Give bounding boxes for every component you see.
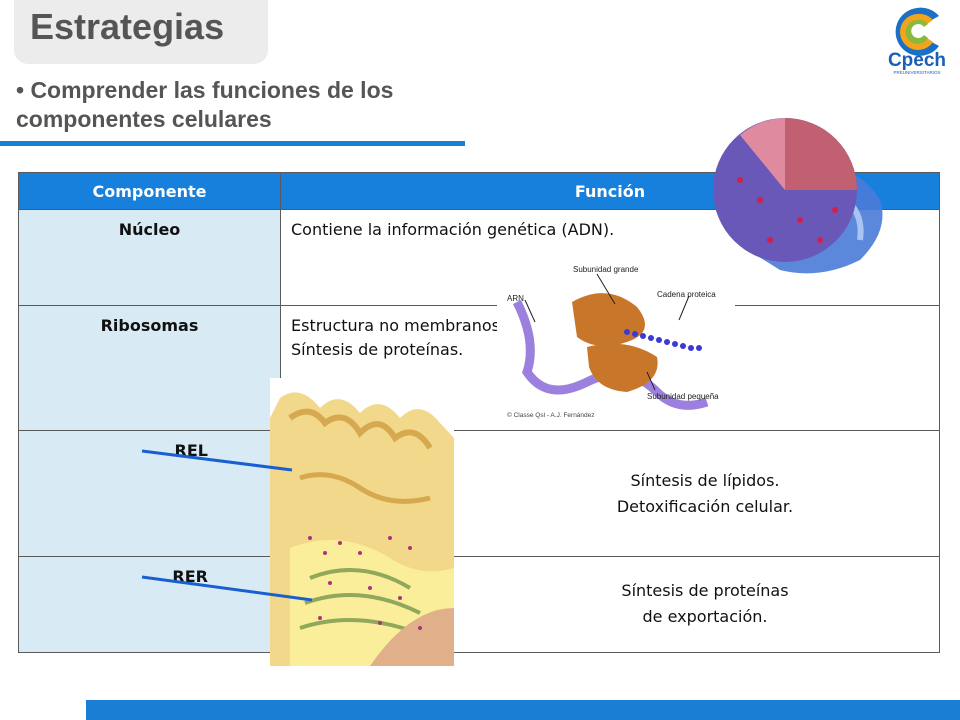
label-protein-chain: Cadena proteica	[657, 290, 716, 299]
header-componente: Componente	[18, 172, 281, 210]
component-ribosomas: Ribosomas	[18, 304, 281, 432]
slide-title: Estrategias	[30, 6, 225, 47]
label-small-subunit: Subunidad pequeña	[647, 392, 719, 401]
logo-tagline: PREUNIVERSITARIOS	[894, 70, 941, 75]
function-rel: Síntesis de lípidos. Detoxificación celu…	[580, 468, 830, 520]
function-line: Síntesis de proteínas	[621, 581, 789, 600]
component-nucleo: Núcleo	[18, 209, 281, 306]
table-row: Ribosomas Estructura no membranosa. Sínt…	[18, 304, 940, 432]
component-rer: RER	[18, 556, 281, 653]
label-arn: ARN	[507, 294, 524, 303]
table-header-row: Componente Función	[18, 172, 940, 210]
figure-credit: © Classe Qsl - A.J. Fernández	[507, 412, 595, 419]
function-line: Contiene la información genética (ADN).	[291, 220, 615, 239]
function-line: Síntesis de proteínas.	[291, 339, 464, 359]
ribosome-illustration: Subunidad grande Cadena proteica ARN Sub…	[497, 262, 735, 426]
subtitle-underline	[0, 141, 465, 146]
bottom-bar	[86, 700, 960, 720]
ribosome-drawing	[512, 273, 709, 410]
function-line: de exportación.	[642, 607, 768, 626]
label-large-subunit: Subunidad grande	[573, 265, 639, 274]
logo-text: Cpech	[888, 50, 946, 71]
component-rel: REL	[18, 430, 281, 558]
function-line: Detoxificación celular.	[616, 497, 794, 516]
function-line: Síntesis de lípidos.	[630, 471, 780, 490]
nucleus-illustration	[713, 118, 883, 274]
title-box	[14, 0, 268, 64]
cpech-logo-icon	[895, 7, 939, 56]
er-illustration	[270, 378, 454, 666]
function-rer: Síntesis de proteínas de exportación.	[580, 578, 830, 630]
subtitle: • Comprender las funciones de los compon…	[16, 77, 394, 132]
cpech-logo: Cpech PREUNIVERSITARIOS	[888, 7, 946, 75]
function-line: Estructura no membranosa.	[291, 315, 515, 335]
